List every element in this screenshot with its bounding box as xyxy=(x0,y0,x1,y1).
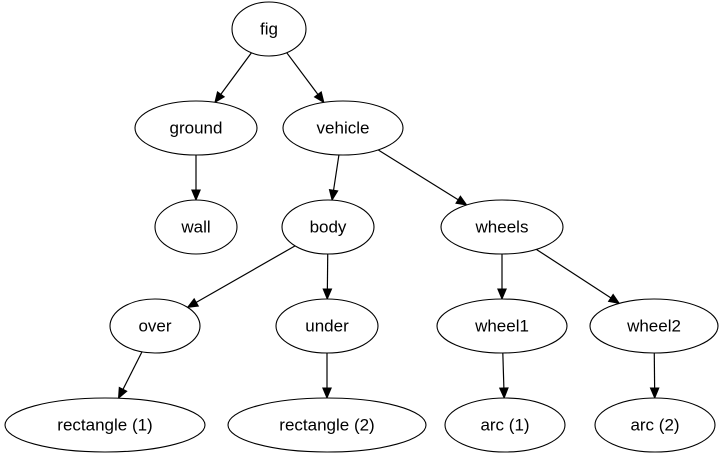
arrowhead-icon xyxy=(117,386,128,400)
graph-edge xyxy=(649,352,660,400)
graph-node-wheels[interactable]: wheels xyxy=(440,199,564,255)
node-label: rectangle (1) xyxy=(57,415,152,434)
graph-edge xyxy=(322,353,332,400)
node-ellipse[interactable] xyxy=(275,298,379,354)
graph-edge xyxy=(535,248,621,305)
graph-edge xyxy=(328,154,340,202)
node-label: under xyxy=(305,316,349,335)
graph-node-rectangle2[interactable]: rectangle (2) xyxy=(227,397,427,453)
node-label: wheels xyxy=(475,217,529,236)
node-label: wall xyxy=(180,217,210,236)
graph-node-vehicle[interactable]: vehicle xyxy=(282,100,404,156)
arrowhead-icon xyxy=(328,188,339,202)
node-label: body xyxy=(310,217,347,236)
node-ellipse[interactable] xyxy=(436,298,568,354)
graph-node-ground[interactable]: ground xyxy=(134,100,258,156)
node-ellipse[interactable] xyxy=(109,298,201,354)
node-ellipse[interactable] xyxy=(444,397,566,453)
graph-node-arc2[interactable]: arc (2) xyxy=(594,397,716,453)
node-label: fig xyxy=(260,19,278,38)
node-ellipse[interactable] xyxy=(231,1,307,57)
node-label: ground xyxy=(170,118,223,137)
edge-line xyxy=(195,245,296,303)
arrowhead-icon xyxy=(497,288,507,301)
node-ellipse[interactable] xyxy=(134,100,258,156)
node-label: vehicle xyxy=(317,118,370,137)
graph-node-wheel1[interactable]: wheel1 xyxy=(436,298,568,354)
edge-line xyxy=(286,52,319,95)
edge-line xyxy=(535,248,612,299)
arrowhead-icon xyxy=(607,293,621,305)
node-label: wheel2 xyxy=(626,316,681,335)
node-ellipse[interactable] xyxy=(440,199,564,255)
edge-line xyxy=(502,352,505,389)
graph-edge xyxy=(377,149,468,206)
nodes-layer: fig ground vehicle wall body wheels over under w… xyxy=(4,1,719,453)
graph-node-wall[interactable]: wall xyxy=(154,199,238,255)
arrowhead-icon xyxy=(455,195,468,206)
node-label: arc (1) xyxy=(480,415,529,434)
graph-edge xyxy=(186,245,296,309)
graph-node-rectangle1[interactable]: rectangle (1) xyxy=(4,397,206,453)
graph-edge xyxy=(214,52,252,104)
edges-layer xyxy=(117,52,660,400)
graph-node-fig[interactable]: fig xyxy=(231,1,307,57)
arrowhead-icon xyxy=(649,387,660,400)
graph-edge xyxy=(322,253,333,301)
node-ellipse[interactable] xyxy=(281,199,375,255)
node-ellipse[interactable] xyxy=(282,100,404,156)
graph-edge xyxy=(117,351,143,400)
node-label: arc (2) xyxy=(630,415,679,434)
graph-node-body[interactable]: body xyxy=(281,199,375,255)
node-label: wheel1 xyxy=(474,316,529,335)
graph-node-over[interactable]: over xyxy=(109,298,201,354)
node-ellipse[interactable] xyxy=(4,397,206,453)
edge-line xyxy=(377,149,459,201)
graph-edge xyxy=(498,352,509,400)
arrowhead-icon xyxy=(186,297,200,309)
arrowhead-icon xyxy=(498,387,509,400)
arrowhead-icon xyxy=(313,91,325,104)
graph-edge xyxy=(497,254,507,301)
arrowhead-icon xyxy=(191,189,201,202)
node-ellipse[interactable] xyxy=(594,397,716,453)
edge-line xyxy=(220,52,252,95)
node-label: over xyxy=(138,316,171,335)
graph-node-wheel2[interactable]: wheel2 xyxy=(589,298,719,354)
graph-node-under[interactable]: under xyxy=(275,298,379,354)
arrowhead-icon xyxy=(322,288,333,301)
arrowhead-icon xyxy=(322,387,332,400)
node-label: rectangle (2) xyxy=(279,415,374,434)
arrowhead-icon xyxy=(214,90,226,104)
edge-line xyxy=(122,351,143,390)
node-ellipse[interactable] xyxy=(589,298,719,354)
node-ellipse[interactable] xyxy=(227,397,427,453)
edge-line xyxy=(332,154,340,191)
graph-edge xyxy=(191,155,201,202)
graph-edge xyxy=(286,52,325,104)
graph-node-arc1[interactable]: arc (1) xyxy=(444,397,566,453)
node-ellipse[interactable] xyxy=(154,199,238,255)
